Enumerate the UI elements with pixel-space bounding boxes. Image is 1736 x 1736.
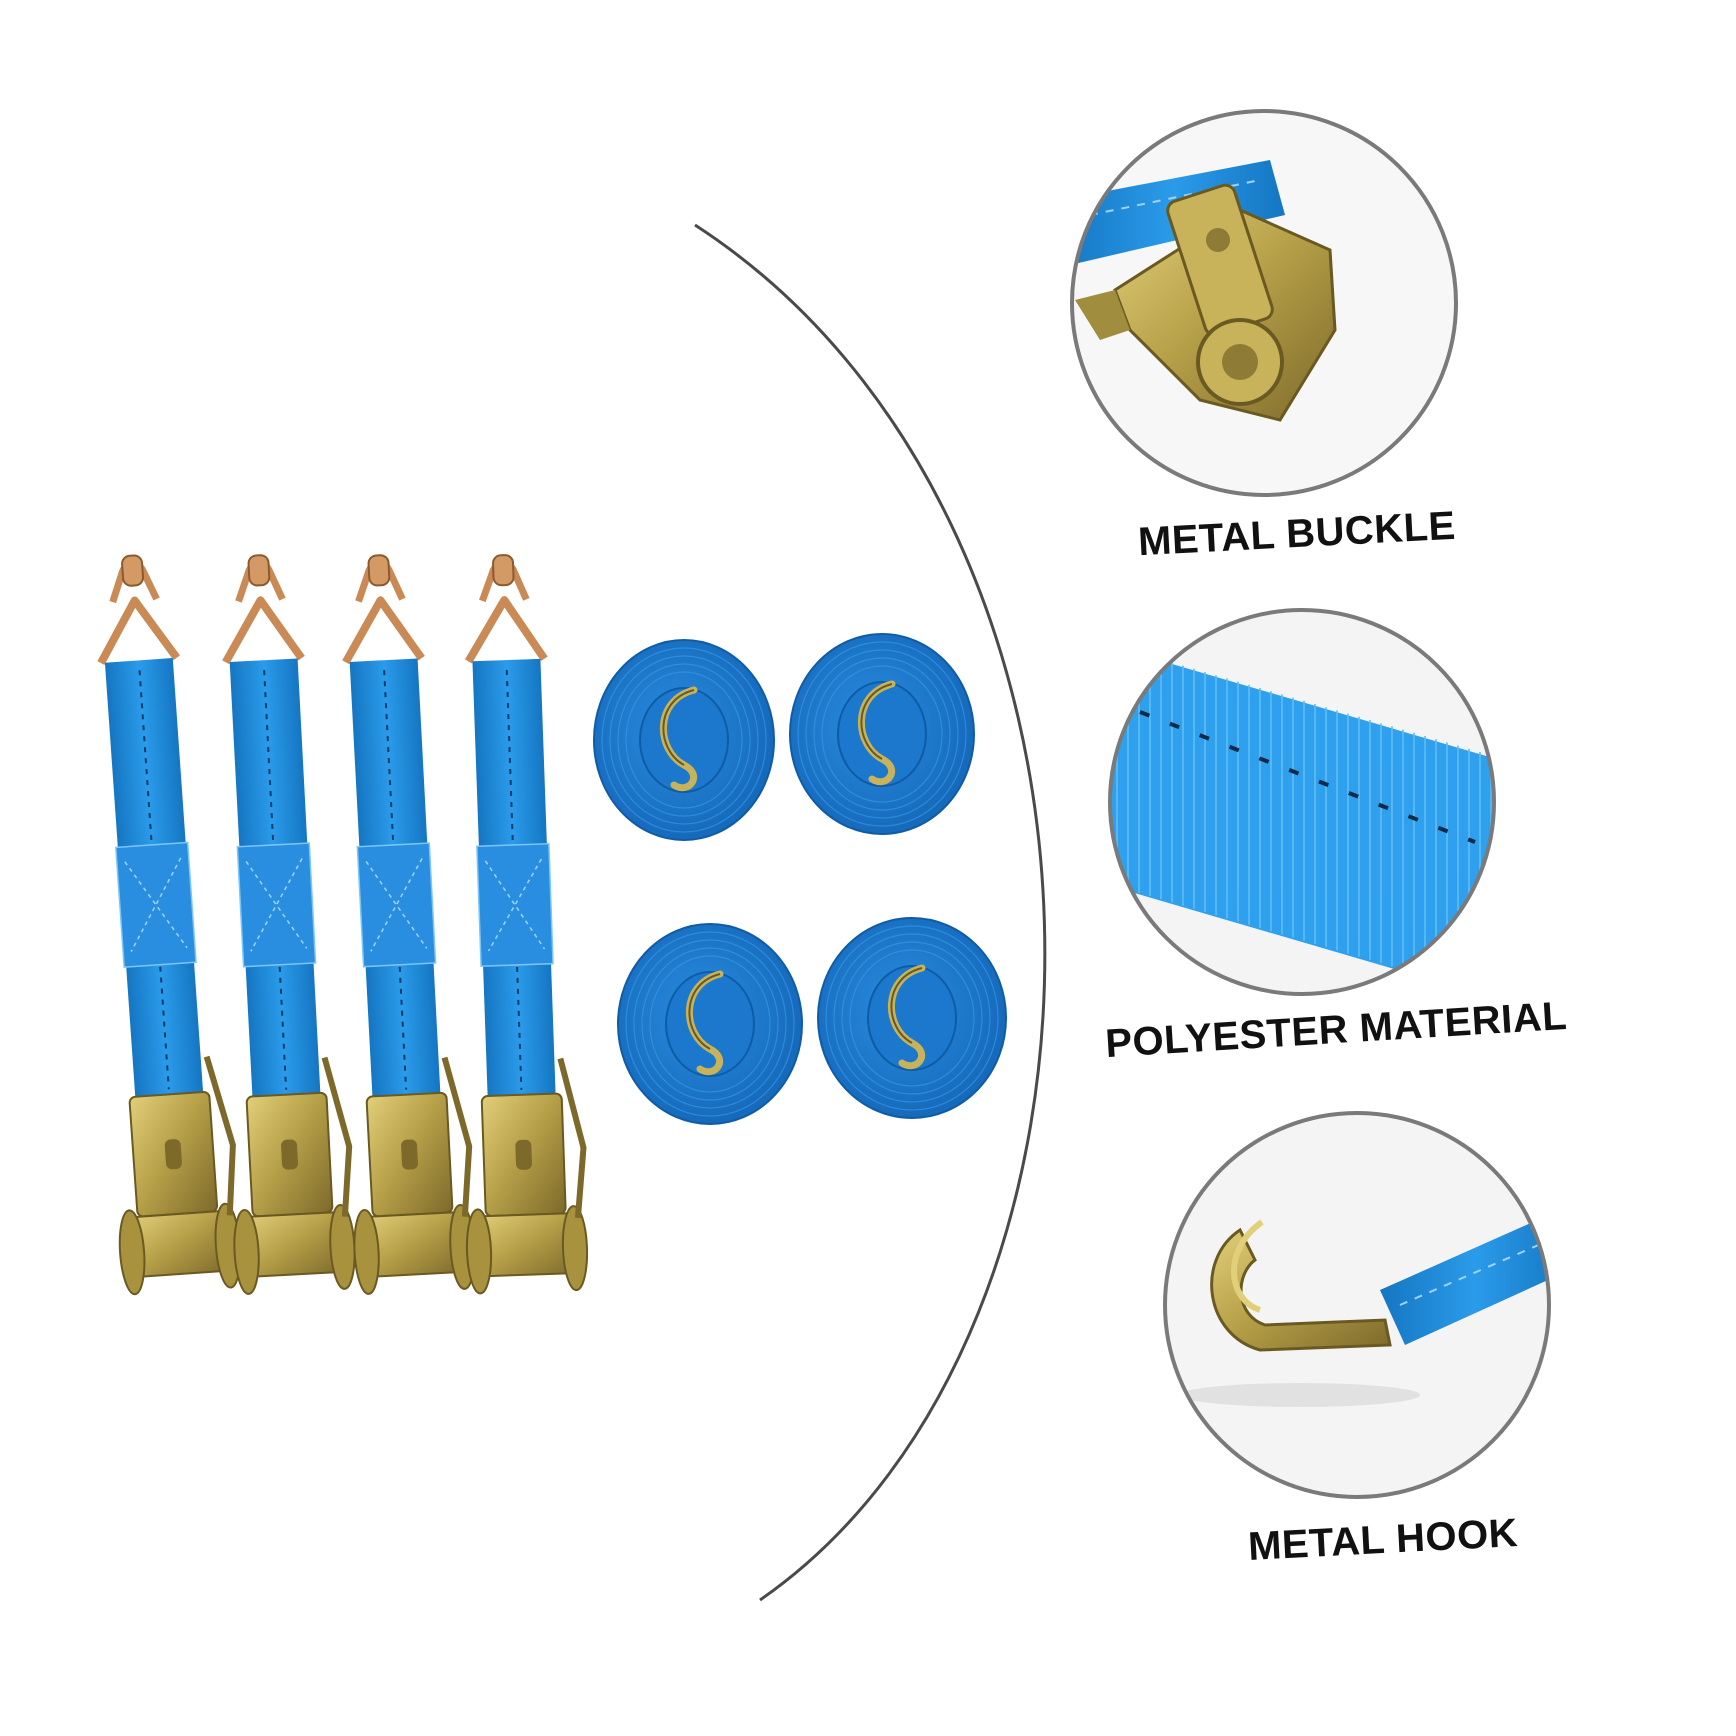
polyester-webbing-image: [1110, 640, 1494, 994]
divider-arc: [694, 223, 1047, 1602]
coiled-strap: [593, 639, 775, 841]
polyester-detail-circle: [1108, 608, 1496, 996]
coiled-strap: [617, 923, 803, 1125]
buckle-detail-circle: [1070, 109, 1458, 497]
ratchet-strap: [97, 554, 242, 1296]
hook-detail-circle: [1163, 1111, 1551, 1499]
coiled-strap: [789, 633, 975, 835]
hook-metal-image: [1210, 1227, 1392, 1352]
coiled-strap: [817, 917, 1007, 1119]
ratchet-straps-group: [97, 554, 589, 1296]
hook-strap-image: [1380, 1210, 1549, 1345]
ratchet-strap: [464, 554, 589, 1295]
ratchet-strap: [342, 554, 476, 1295]
coiled-straps-group: [593, 633, 1007, 1125]
ratchet-strap: [222, 554, 356, 1295]
